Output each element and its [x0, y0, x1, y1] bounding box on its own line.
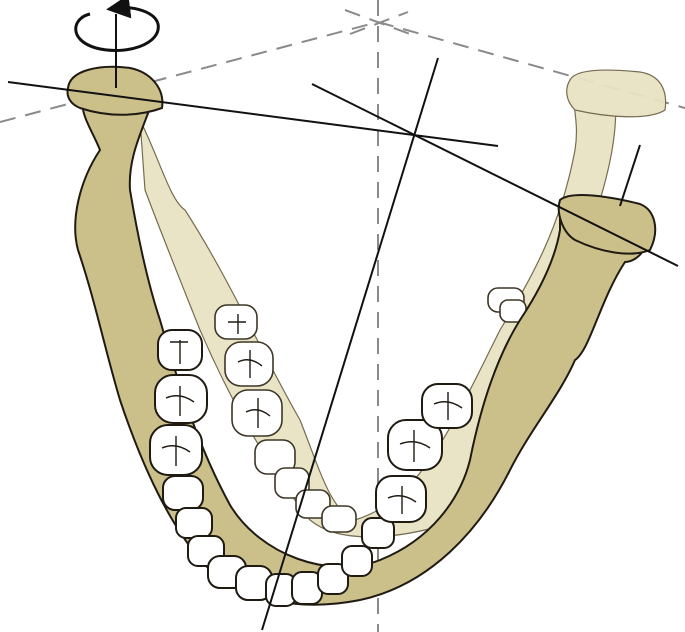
rotation-arrow-icon — [76, 8, 159, 51]
